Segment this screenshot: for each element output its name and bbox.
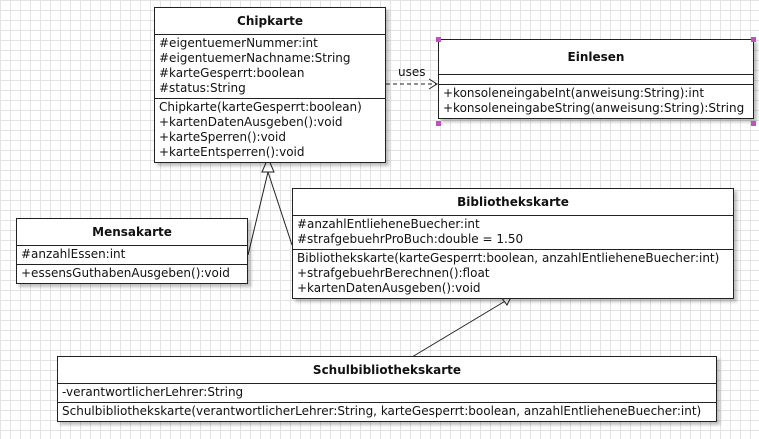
mensakarte-generalization-line[interactable] xyxy=(247,171,269,256)
schulbibliothekskarte-generalization-line[interactable] xyxy=(411,299,508,358)
chipkarte-generalization-arrowhead xyxy=(261,156,275,173)
attribute: #strafgebuehrProBuch:double = 1.50 xyxy=(297,232,524,246)
class-chipkarte[interactable]: Chipkarte #eigentuemerNummer:int #eigent… xyxy=(154,7,386,163)
methods-section: +konsoleneingabeInt(anweisung:String):in… xyxy=(439,85,753,118)
method: +konsoleneingabeInt(anweisung:String):in… xyxy=(443,86,705,100)
method: +karteSperren():void xyxy=(159,130,286,144)
attributes-section xyxy=(439,75,753,85)
attribute: #status:String xyxy=(159,81,246,95)
methods-section: Bibliothekskarte(karteGesperrt:boolean, … xyxy=(293,250,733,298)
selection-handle-top-right[interactable] xyxy=(751,37,756,42)
bibliothekskarte-generalization-line[interactable] xyxy=(267,171,293,246)
attributes-section: #eigentuemerNummer:int #eigentuemerNachn… xyxy=(155,35,385,99)
method: +kartenDatenAusgeben():void xyxy=(159,115,343,129)
method: +kartenDatenAusgeben():void xyxy=(297,281,481,295)
class-schulbibliothekskarte[interactable]: Schulbibliothekskarte -verantwortlicherL… xyxy=(57,356,717,422)
selection-handle-bottom-right[interactable] xyxy=(751,121,756,126)
uses-label: uses xyxy=(398,65,426,79)
method: +konsoleneingabeString(anweisung:String)… xyxy=(443,101,745,115)
attributes-section: #anzahlEntlieheneBuecher:int #strafgebue… xyxy=(293,216,733,250)
class-name: Chipkarte xyxy=(155,8,385,35)
class-name: Einlesen xyxy=(439,40,753,75)
class-mensakarte[interactable]: Mensakarte #anzahlEssen:int +essensGutha… xyxy=(16,218,248,284)
class-name: Schulbibliothekskarte xyxy=(58,357,716,384)
attributes-section: #anzahlEssen:int xyxy=(17,246,247,265)
attributes-section: -verantwortlicherLehrer:String xyxy=(58,384,716,403)
methods-section: Schulbibliothekskarte(verantwortlicherLe… xyxy=(58,403,716,421)
attribute: #anzahlEssen:int xyxy=(21,247,126,261)
method: +essensGuthabenAusgeben():void xyxy=(21,266,230,280)
methods-section: +essensGuthabenAusgeben():void xyxy=(17,265,247,283)
class-bibliothekskarte[interactable]: Bibliothekskarte #anzahlEntlieheneBueche… xyxy=(292,188,734,299)
attribute: #anzahlEntlieheneBuecher:int xyxy=(297,217,480,231)
class-name: Bibliothekskarte xyxy=(293,189,733,216)
uses-dependency-arrowhead xyxy=(428,78,438,90)
methods-section: Chipkarte(karteGesperrt:boolean) +karten… xyxy=(155,99,385,162)
class-einlesen[interactable]: Einlesen +konsoleneingabeInt(anweisung:S… xyxy=(438,39,754,119)
class-name: Mensakarte xyxy=(17,219,247,246)
attribute: #karteGesperrt:boolean xyxy=(159,66,305,80)
selection-handle-bottom-left[interactable] xyxy=(436,121,441,126)
method: Schulbibliothekskarte(verantwortlicherLe… xyxy=(62,404,702,418)
attribute: #eigentuemerNachname:String xyxy=(159,51,351,65)
selection-handle-top-left[interactable] xyxy=(436,37,441,42)
attribute: -verantwortlicherLehrer:String xyxy=(62,385,244,399)
attribute: #eigentuemerNummer:int xyxy=(159,36,318,50)
method: Bibliothekskarte(karteGesperrt:boolean, … xyxy=(297,251,720,265)
method: +strafgebuehrBerechnen():float xyxy=(297,266,490,280)
method: +karteEntsperren():void xyxy=(159,145,305,159)
method: Chipkarte(karteGesperrt:boolean) xyxy=(159,100,362,114)
